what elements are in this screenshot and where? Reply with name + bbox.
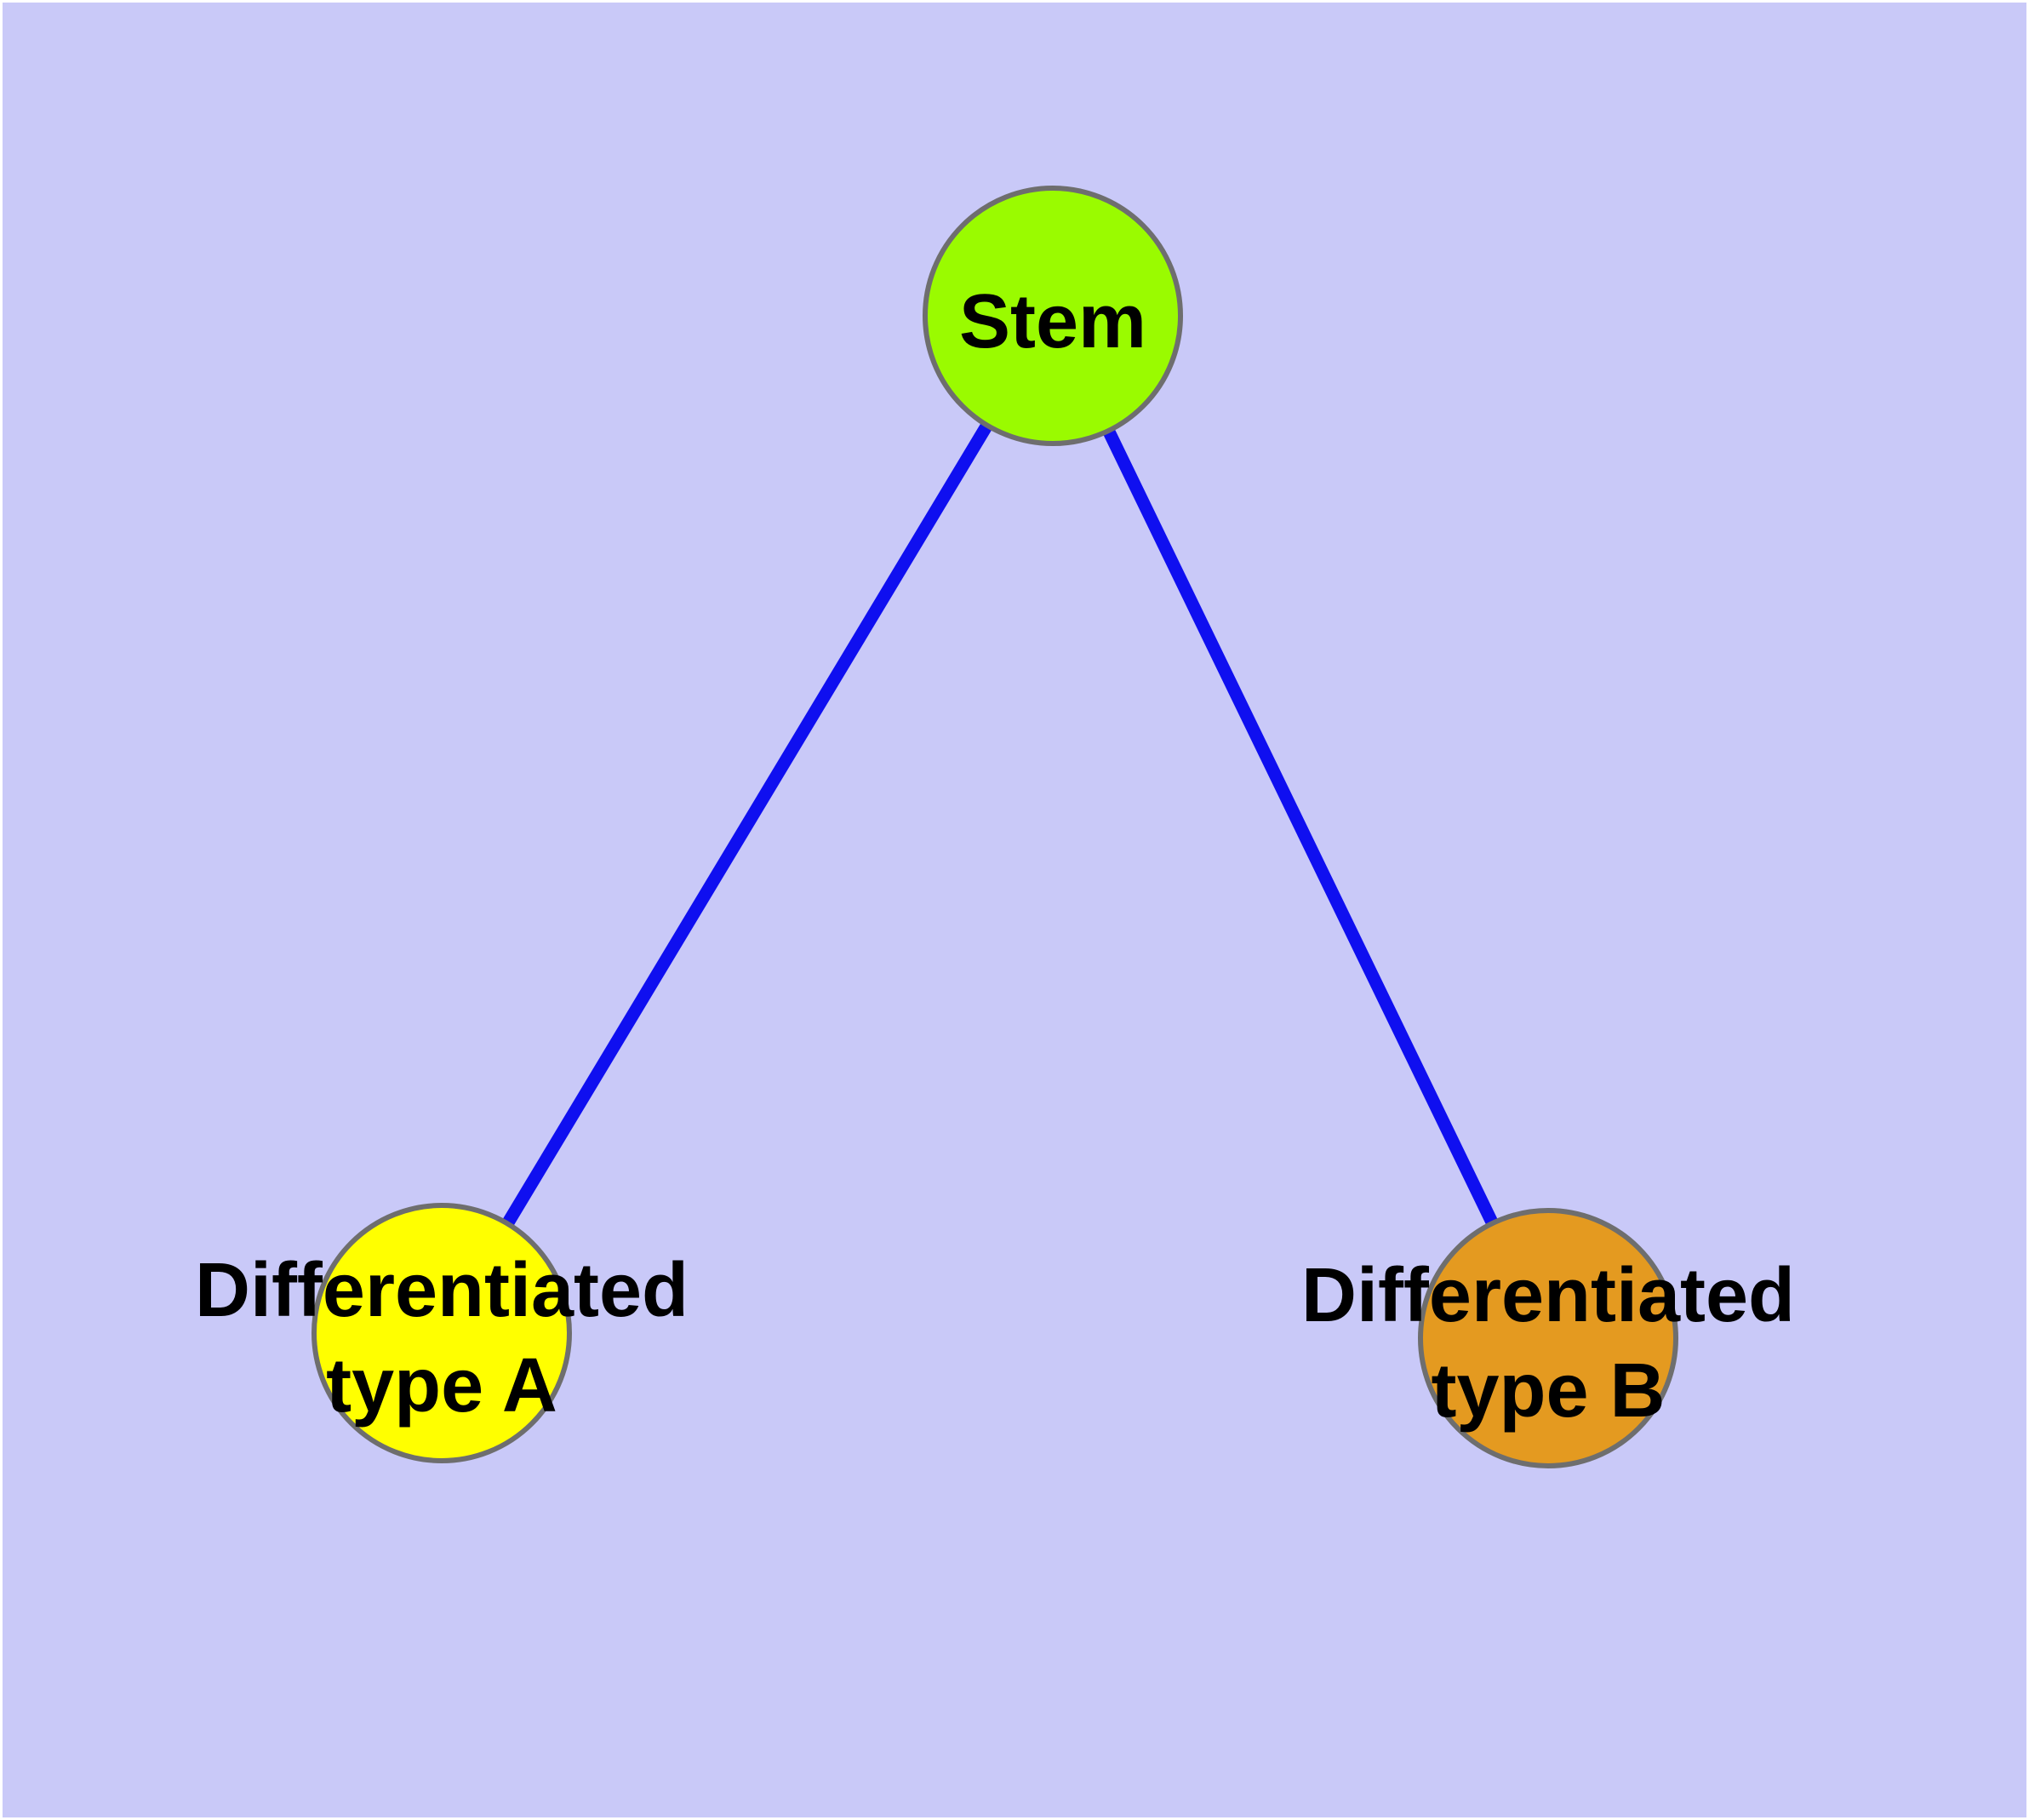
node-type-b-label-line1: Differentiated [1301, 1253, 1795, 1338]
node-type-a-label-line2: type A [326, 1343, 557, 1428]
node-type-a-label-line1: Differentiated [195, 1248, 689, 1333]
node-differentiated-type-a [311, 1203, 572, 1463]
node-stem [923, 186, 1183, 446]
edge-stem-to-type-b [1047, 312, 1554, 1342]
node-stem-label: Stem [959, 279, 1146, 364]
node-differentiated-type-b [1418, 1208, 1678, 1468]
edge-stem-to-type-a [436, 312, 1059, 1336]
node-type-b-label-line2: type B [1431, 1348, 1665, 1434]
